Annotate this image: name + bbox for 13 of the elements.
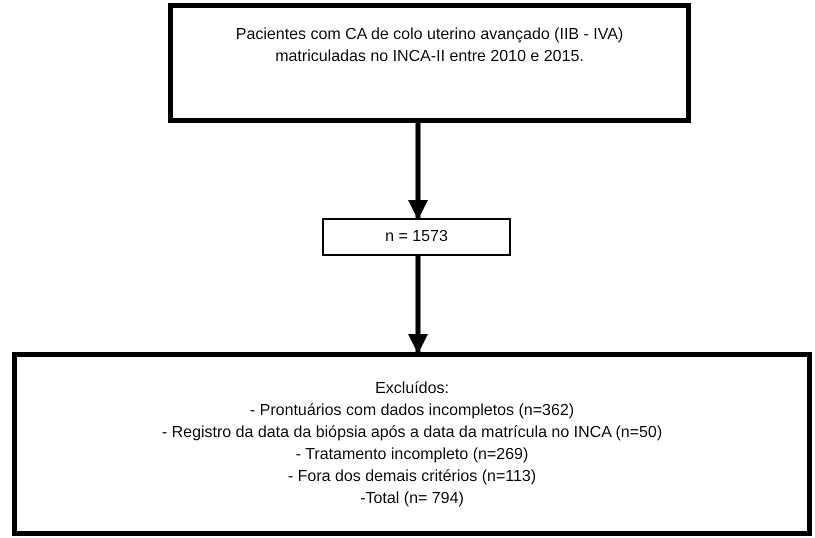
box-text: - Prontuários com dados incompletos (n=362) <box>250 401 574 421</box>
arrow <box>408 256 428 354</box>
box-text: - Registro da data da biópsia após a data da matrícula no INCA (n=50) <box>162 423 662 443</box>
box-text: -Total (n= 794) <box>360 489 464 509</box>
box-text: - Tratamento incompleto (n=269) <box>296 445 528 465</box>
box-text: - Fora dos demais critérios (n=113) <box>288 467 536 487</box>
process-box <box>12 352 812 536</box>
process-box <box>322 218 511 256</box>
arrow <box>408 123 428 220</box>
box-text: Pacientes com CA de colo uterino avançado (IIB - IVA) matriculadas no INCA-II entre 2010 e 2015. <box>234 25 624 67</box>
box-heading: Excluídos: <box>375 379 449 399</box>
process-box <box>168 3 691 123</box>
box-text: n = 1573 <box>385 227 448 247</box>
